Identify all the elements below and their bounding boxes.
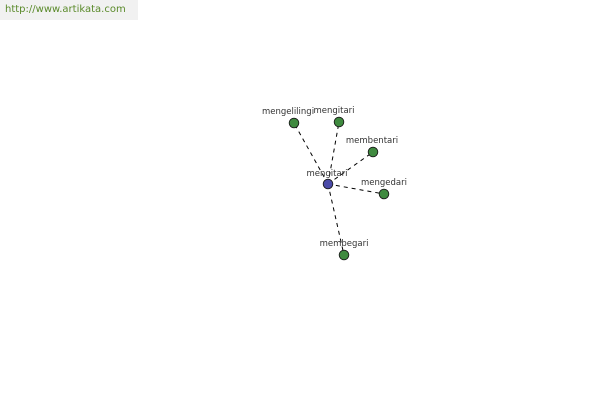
center-node-mengitari[interactable] <box>322 178 334 190</box>
edge-mengelilingi <box>293 122 329 185</box>
edge-mengedari <box>327 183 385 195</box>
label-mengitari-2[interactable]: mengitari <box>313 106 354 116</box>
node-membentari[interactable] <box>367 146 379 158</box>
node-mengitari-2[interactable] <box>333 116 345 128</box>
label-mengedari[interactable]: mengedari <box>361 178 407 188</box>
edge-mengitari-2 <box>327 121 340 185</box>
label-membentari[interactable]: membentari <box>346 136 398 146</box>
edges-layer <box>293 121 385 256</box>
node-mengelilingi[interactable] <box>288 117 300 129</box>
node-membegari[interactable] <box>338 249 350 261</box>
label-membegari[interactable]: membegari <box>320 239 369 249</box>
label-mengelilingi[interactable]: mengelilingi <box>262 107 314 117</box>
center-label-mengitari[interactable]: mengitari <box>306 169 347 179</box>
edge-membentari <box>327 151 374 185</box>
node-mengedari[interactable] <box>378 188 390 200</box>
nodes-layer <box>288 116 390 261</box>
site-url-label[interactable]: http://www.artikata.com <box>0 0 138 20</box>
